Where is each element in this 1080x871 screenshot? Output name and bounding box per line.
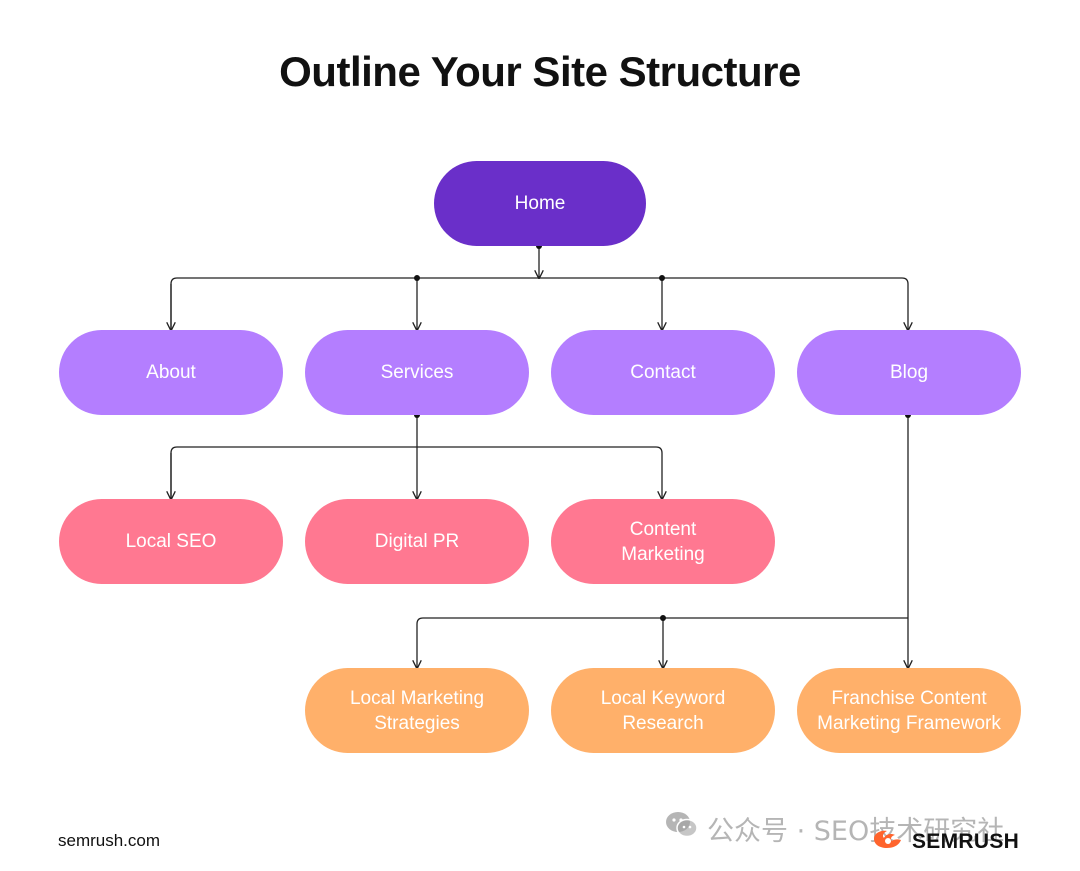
node-franchise-content-marketing-framework: Franchise Content Marketing Framework [797, 668, 1021, 753]
connector-home-bus [170, 277, 908, 330]
connector-services-bus [170, 446, 662, 499]
brand-name: SEMRUSH [912, 830, 1020, 853]
node-digital-pr: Digital PR [305, 499, 529, 584]
node-blog: Blog [797, 330, 1021, 415]
semrush-logo: SEMRUSH [872, 828, 1019, 856]
connector-blog-bus [417, 617, 908, 668]
semrush-flame-icon [872, 828, 906, 856]
node-local-keyword-research: Local Keyword Research [551, 668, 775, 753]
junction-dot [414, 275, 420, 281]
watermark: 公众号 · SEO技术研究社 [665, 810, 1005, 847]
wechat-icon [665, 810, 699, 847]
junction-dot [659, 275, 665, 281]
page-title: Outline Your Site Structure [279, 48, 801, 95]
node-local-marketing-strategies: Local Marketing Strategies [305, 668, 529, 753]
watermark-text: 公众号 · SEO技术研究社 [707, 815, 1005, 847]
node-about: About [59, 330, 283, 415]
node-content-marketing: Content Marketing [551, 499, 775, 584]
node-services: Services [305, 330, 529, 415]
site-url: semrush.com [58, 831, 161, 850]
node-local-seo: Local SEO [59, 499, 283, 584]
node-contact: Contact [551, 330, 775, 415]
node-home: Home [434, 161, 646, 246]
junction-dot [660, 615, 666, 621]
